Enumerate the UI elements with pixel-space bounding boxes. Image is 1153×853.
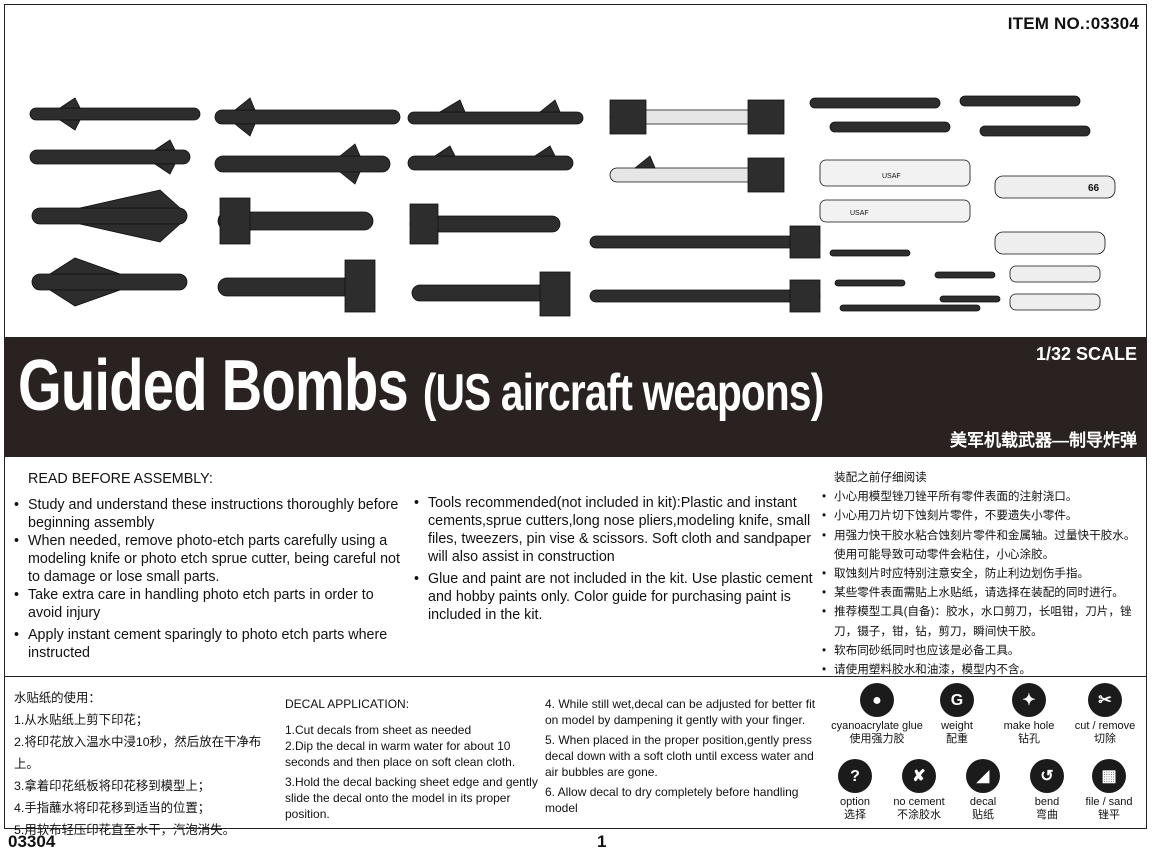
list-item: Take extra care in handling photo etch p… (14, 586, 409, 622)
list-item: 4.手指蘸水将印花移到适当的位置； (14, 801, 211, 815)
list-item: 推荐模型工具(自备)：胶水，水口剪刀，长咀钳，刀片，锉刀，镊子，钳，钻，剪刀，瞬… (822, 602, 1147, 640)
legend-item: ▦ file / sand 锉平 (1070, 759, 1148, 822)
file-sand-icon: ▦ (1092, 759, 1126, 793)
title-banner: Guided Bombs (US aircraft weapons) 1/32 … (4, 337, 1147, 457)
cut-icon: ✂ (1088, 683, 1122, 717)
list-item: 1.从水贴纸上剪下印花； (14, 713, 149, 727)
decal-instructions-chinese: 水贴纸的使用： 1.从水贴纸上剪下印花； 2.将印花放入温水中浸10秒，然后放在… (14, 687, 284, 841)
list-item: 2.将印花放入温水中浸10秒，然后放在干净布上。 (14, 735, 262, 771)
symbol-legend: ● cyanoacrylate glue 使用强力胶 G weight 配重 ✦… (822, 683, 1147, 825)
list-item: 4. While still wet,decal can be adjusted… (545, 697, 816, 727)
legend-item: ? option 选择 (816, 759, 894, 822)
decal-heading: DECAL APPLICATION: (285, 697, 410, 711)
question-icon: ? (838, 759, 872, 793)
list-item: Glue and paint are not included in the k… (414, 570, 814, 624)
product-code: 03304 (8, 832, 56, 851)
page-number: 1 (597, 832, 607, 851)
scale-label: 1/32 SCALE (1035, 344, 1137, 364)
instructions-heading: READ BEFORE ASSEMBLY: (28, 471, 213, 487)
chinese-heading: 装配之前仔细阅读 (834, 471, 927, 484)
list-item: Study and understand these instructions … (14, 496, 409, 532)
list-item: 5. When placed in the proper position,ge… (545, 733, 814, 779)
title-subtitle: (US aircraft weapons) (422, 364, 824, 422)
legend-item: ✘ no cement 不涂胶水 (880, 759, 958, 822)
instructions-middle: Tools recommended(not included in kit):P… (414, 494, 814, 624)
list-item: 小心用刀片切下蚀刻片零件，不要遗失小零件。 (822, 506, 1147, 525)
list-item: Apply instant cement sparingly to photo … (14, 626, 409, 662)
chinese-title: 美军机载武器—制导炸弹 (950, 431, 1137, 450)
legend-item: ✂ cut / remove 切除 (1066, 683, 1144, 746)
drill-icon: ✦ (1012, 683, 1046, 717)
weight-icon: G (940, 683, 974, 717)
list-item: 3.Hold the decal backing sheet edge and … (285, 775, 538, 821)
legend-item: ● cyanoacrylate glue 使用强力胶 (822, 683, 932, 746)
list-item: Tools recommended(not included in kit):P… (414, 494, 814, 566)
list-item: 2.Dip the decal in warm water for about … (285, 739, 516, 769)
bombs-illustration: USAF USAF 66 (29, 95, 1116, 317)
list-item: 请使用塑料胶水和油漆，模型内不含。 (822, 660, 1147, 679)
section-divider (4, 676, 1147, 677)
list-item: 6. Allow decal to dry completely before … (545, 785, 799, 815)
instructions-left: READ BEFORE ASSEMBLY: Study and understa… (14, 470, 409, 662)
legend-item: G weight 配重 (918, 683, 996, 746)
instructions-chinese: 装配之前仔细阅读 小心用模型锉刀锉平所有零件表面的注射浇口。 小心用刀片切下蚀刻… (822, 468, 1147, 679)
list-item: When needed, remove photo-etch parts car… (14, 532, 409, 586)
decal-cn-heading: 水贴纸的使用： (14, 691, 101, 705)
list-item: 某些零件表面需贴上水贴纸，请选择在装配的同时进行。 (822, 583, 1147, 602)
decal-icon: ◢ (966, 759, 1000, 793)
decal-instructions-right: 4. While still wet,decal can be adjusted… (545, 696, 820, 820)
marking-66: 66 (1088, 183, 1100, 194)
marking-usaf-2: USAF (850, 210, 869, 217)
no-cement-icon: ✘ (902, 759, 936, 793)
list-item: 取蚀刻片时应特别注意安全，防止利边划伤手指。 (822, 564, 1147, 583)
legend-item: ↺ bend 弯曲 (1008, 759, 1086, 822)
marking-usaf-1: USAF (882, 173, 901, 180)
decal-instructions-left: DECAL APPLICATION: 1.Cut decals from she… (285, 696, 545, 826)
item-number: ITEM NO.:03304 (1007, 14, 1139, 33)
legend-item: ◢ decal 贴纸 (944, 759, 1022, 822)
title-main: Guided Bombs (18, 346, 409, 426)
list-item: 用强力快干胶水粘合蚀刻片零件和金属轴。过量快干胶水。使用可能导致可动零件会粘住，… (822, 526, 1147, 564)
bend-icon: ↺ (1030, 759, 1064, 793)
legend-item: ✦ make hole 钻孔 (990, 683, 1068, 746)
list-item: 5.用软布轻压印花直至水干，汽泡消失。 (14, 823, 235, 837)
glue-drop-icon: ● (860, 683, 894, 717)
list-item: 软布同砂纸同时也应该是必备工具。 (822, 641, 1147, 660)
page-title: Guided Bombs (US aircraft weapons) (18, 341, 824, 431)
list-item: 小心用模型锉刀锉平所有零件表面的注射浇口。 (822, 487, 1147, 506)
list-item: 3.拿着印花纸板将印花移到模型上； (14, 779, 211, 793)
list-item: 1.Cut decals from sheet as needed (285, 723, 472, 737)
